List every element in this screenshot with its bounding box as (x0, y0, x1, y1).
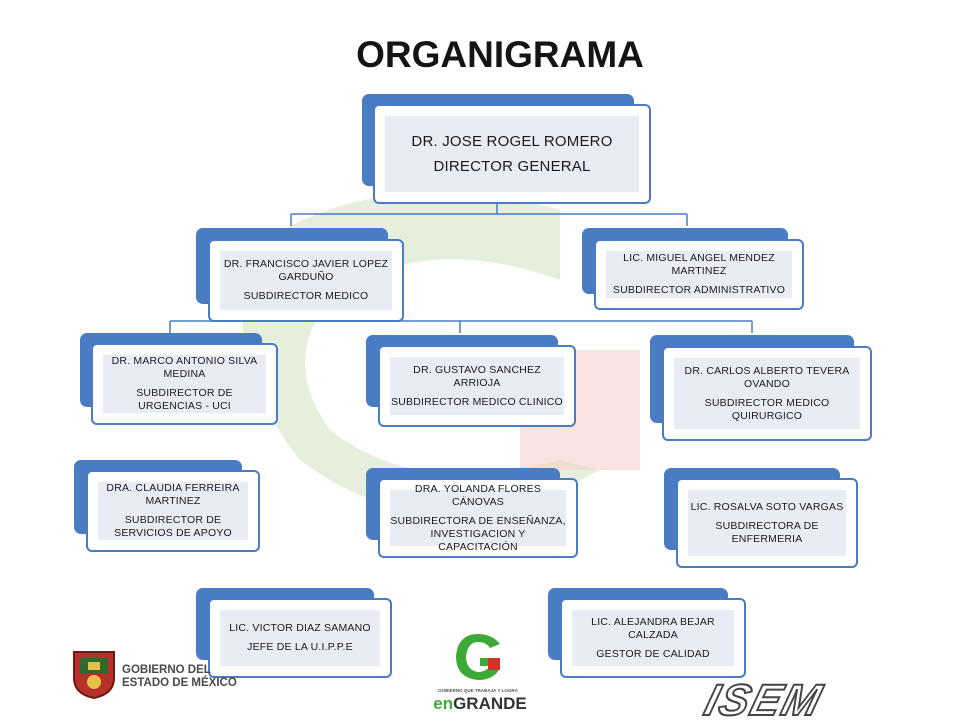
node-subdirector-urgencias: DR. MARCO ANTONIO SILVA MEDINA SUBDIRECT… (80, 333, 278, 425)
page-title: ORGANIGRAMA (356, 34, 644, 75)
node-director-general: DR. JOSE ROGEL ROMERO DIRECTOR GENERAL (362, 94, 652, 206)
node-subdirector-quirurgico: DR. CARLOS ALBERTO TEVERA OVANDO SUBDIRE… (650, 335, 872, 441)
apoyo-name: DRA. CLAUDIA FERREIRA MARTINEZ (106, 482, 240, 507)
engrande-g-icon (456, 634, 500, 680)
engrande-grande: GRANDE (453, 694, 527, 713)
gobierno-line1: GOBIERNO DEL (122, 664, 211, 676)
node-subdirectora-enfermeria: LIC. ROSALVA SOTO VARGAS SUBDIRECTORA DE… (664, 468, 858, 568)
apoyo-role: SUBDIRECTOR DE SERVICIOS DE APOYO (114, 514, 232, 539)
node-gestor-calidad: LIC. ALEJANDRA BEJAR CALZADA GESTOR DE C… (548, 588, 746, 678)
estado-de-mexico-shield-icon (73, 651, 115, 700)
clinico-role: SUBDIRECTOR MEDICO CLINICO (391, 395, 563, 408)
engrande-wordmark: enGRANDE (425, 694, 535, 714)
quirurgico-role: SUBDIRECTOR MEDICO QUIRURGICO (704, 396, 830, 422)
engrande-tagline: GOBIERNO QUE TRABAJA Y LOGRA (438, 688, 518, 693)
enfermeria-name: LIC. ROSALVA SOTO VARGAS (690, 500, 844, 513)
sub-admin-role: SUBDIRECTOR ADMINISTRATIVO (612, 284, 786, 296)
urgencias-name: DR. MARCO ANTONIO SILVA MEDINA (111, 355, 258, 380)
director-name: DR. JOSE ROGEL ROMERO (411, 132, 613, 150)
urgencias-role: SUBDIRECTOR DE URGENCIAS - UCI (136, 387, 233, 412)
node-subdirector-apoyo: DRA. CLAUDIA FERREIRA MARTINEZ SUBDIRECT… (74, 460, 260, 552)
enfermeria-role: SUBDIRECTORA DE ENFERMERIA (715, 519, 819, 545)
ensenanza-role: SUBDIRECTORA DE ENSEÑANZA, INVESTIGACION… (390, 514, 566, 553)
quirurgico-name: DR. CARLOS ALBERTO TEVERA OVANDO (684, 364, 850, 390)
isem-logo: ISEM (699, 675, 830, 726)
director-role: DIRECTOR GENERAL (433, 157, 591, 175)
sub-admin-name: LIC. MIGUEL ANGEL MENDEZ MARTINEZ (623, 252, 775, 277)
gobierno-line2: ESTADO DE MÉXICO (122, 677, 237, 689)
engrande-en: en (433, 694, 454, 713)
ensenanza-name: DRA. YOLANDA FLORES CÁNOVAS (414, 482, 542, 508)
sub-medico-role: SUBDIRECTOR MEDICO (243, 290, 369, 302)
sub-medico-name: DR. FRANCISCO JAVIER LOPEZ GARDUÑO (223, 258, 389, 283)
clinico-name: DR. GUSTAVO SANCHEZ ARRIOJA (413, 363, 541, 389)
node-subdirector-medico: DR. FRANCISCO JAVIER LOPEZ GARDUÑO SUBDI… (196, 228, 404, 322)
uippe-role: JEFE DE LA U.I.P.P.E (247, 641, 353, 653)
gobierno-estado-mexico-logo: GOBIERNO DEL ESTADO DE MÉXICO (122, 664, 237, 690)
node-subdirectora-ensenanza: DRA. YOLANDA FLORES CÁNOVAS SUBDIRECTORA… (366, 468, 578, 558)
calidad-role: GESTOR DE CALIDAD (596, 647, 710, 660)
calidad-name: LIC. ALEJANDRA BEJAR CALZADA (591, 615, 715, 641)
node-subdirector-administrativo: LIC. MIGUEL ANGEL MENDEZ MARTINEZ SUBDIR… (582, 228, 804, 310)
node-jefe-uippe: LIC. VICTOR DIAZ SAMANO JEFE DE LA U.I.P… (196, 588, 392, 678)
uippe-name: LIC. VICTOR DIAZ SAMANO (229, 622, 371, 634)
node-subdirector-clinico: DR. GUSTAVO SANCHEZ ARRIOJA SUBDIRECTOR … (366, 335, 576, 427)
